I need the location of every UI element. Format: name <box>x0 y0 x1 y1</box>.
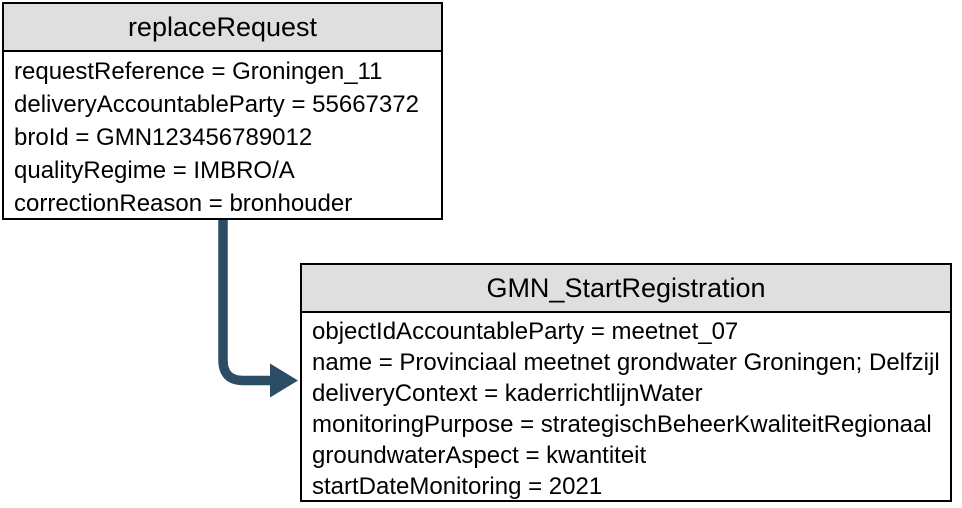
attribute-line: startDateMonitoring = 2021 <box>312 473 603 500</box>
flow-arrow-head <box>270 363 298 398</box>
attribute-line: objectIdAccountableParty = meetnet_07 <box>312 318 739 345</box>
attribute-line: deliveryAccountableParty = 55667372 <box>14 91 419 118</box>
gmn-start-registration-title: GMN_StartRegistration <box>302 265 950 313</box>
replace-request-box: replaceRequest requestReference = Gronin… <box>2 2 443 220</box>
attribute-line: groundwaterAspect = kwantiteit <box>312 442 647 469</box>
attribute-line: requestReference = Groningen_11 <box>14 58 383 85</box>
replace-request-attributes: requestReference = Groningen_11 deliveryA… <box>4 52 441 223</box>
attribute-line: monitoringPurpose = strategischBeheerKwa… <box>312 411 932 438</box>
attribute-line: broId = GMN123456789012 <box>14 124 313 151</box>
attribute-line: deliveryContext = kaderrichtlijnWater <box>312 380 703 407</box>
attribute-line: correctionReason = bronhouder <box>14 190 353 217</box>
flow-arrow-line <box>218 220 271 386</box>
gmn-start-registration-box: GMN_StartRegistration objectIdAccountabl… <box>300 263 952 502</box>
replace-request-title: replaceRequest <box>4 4 441 52</box>
attribute-line: name = Provinciaal meetnet grondwater Gr… <box>312 349 940 376</box>
attribute-line: qualityRegime = IMBRO/A <box>14 157 295 184</box>
